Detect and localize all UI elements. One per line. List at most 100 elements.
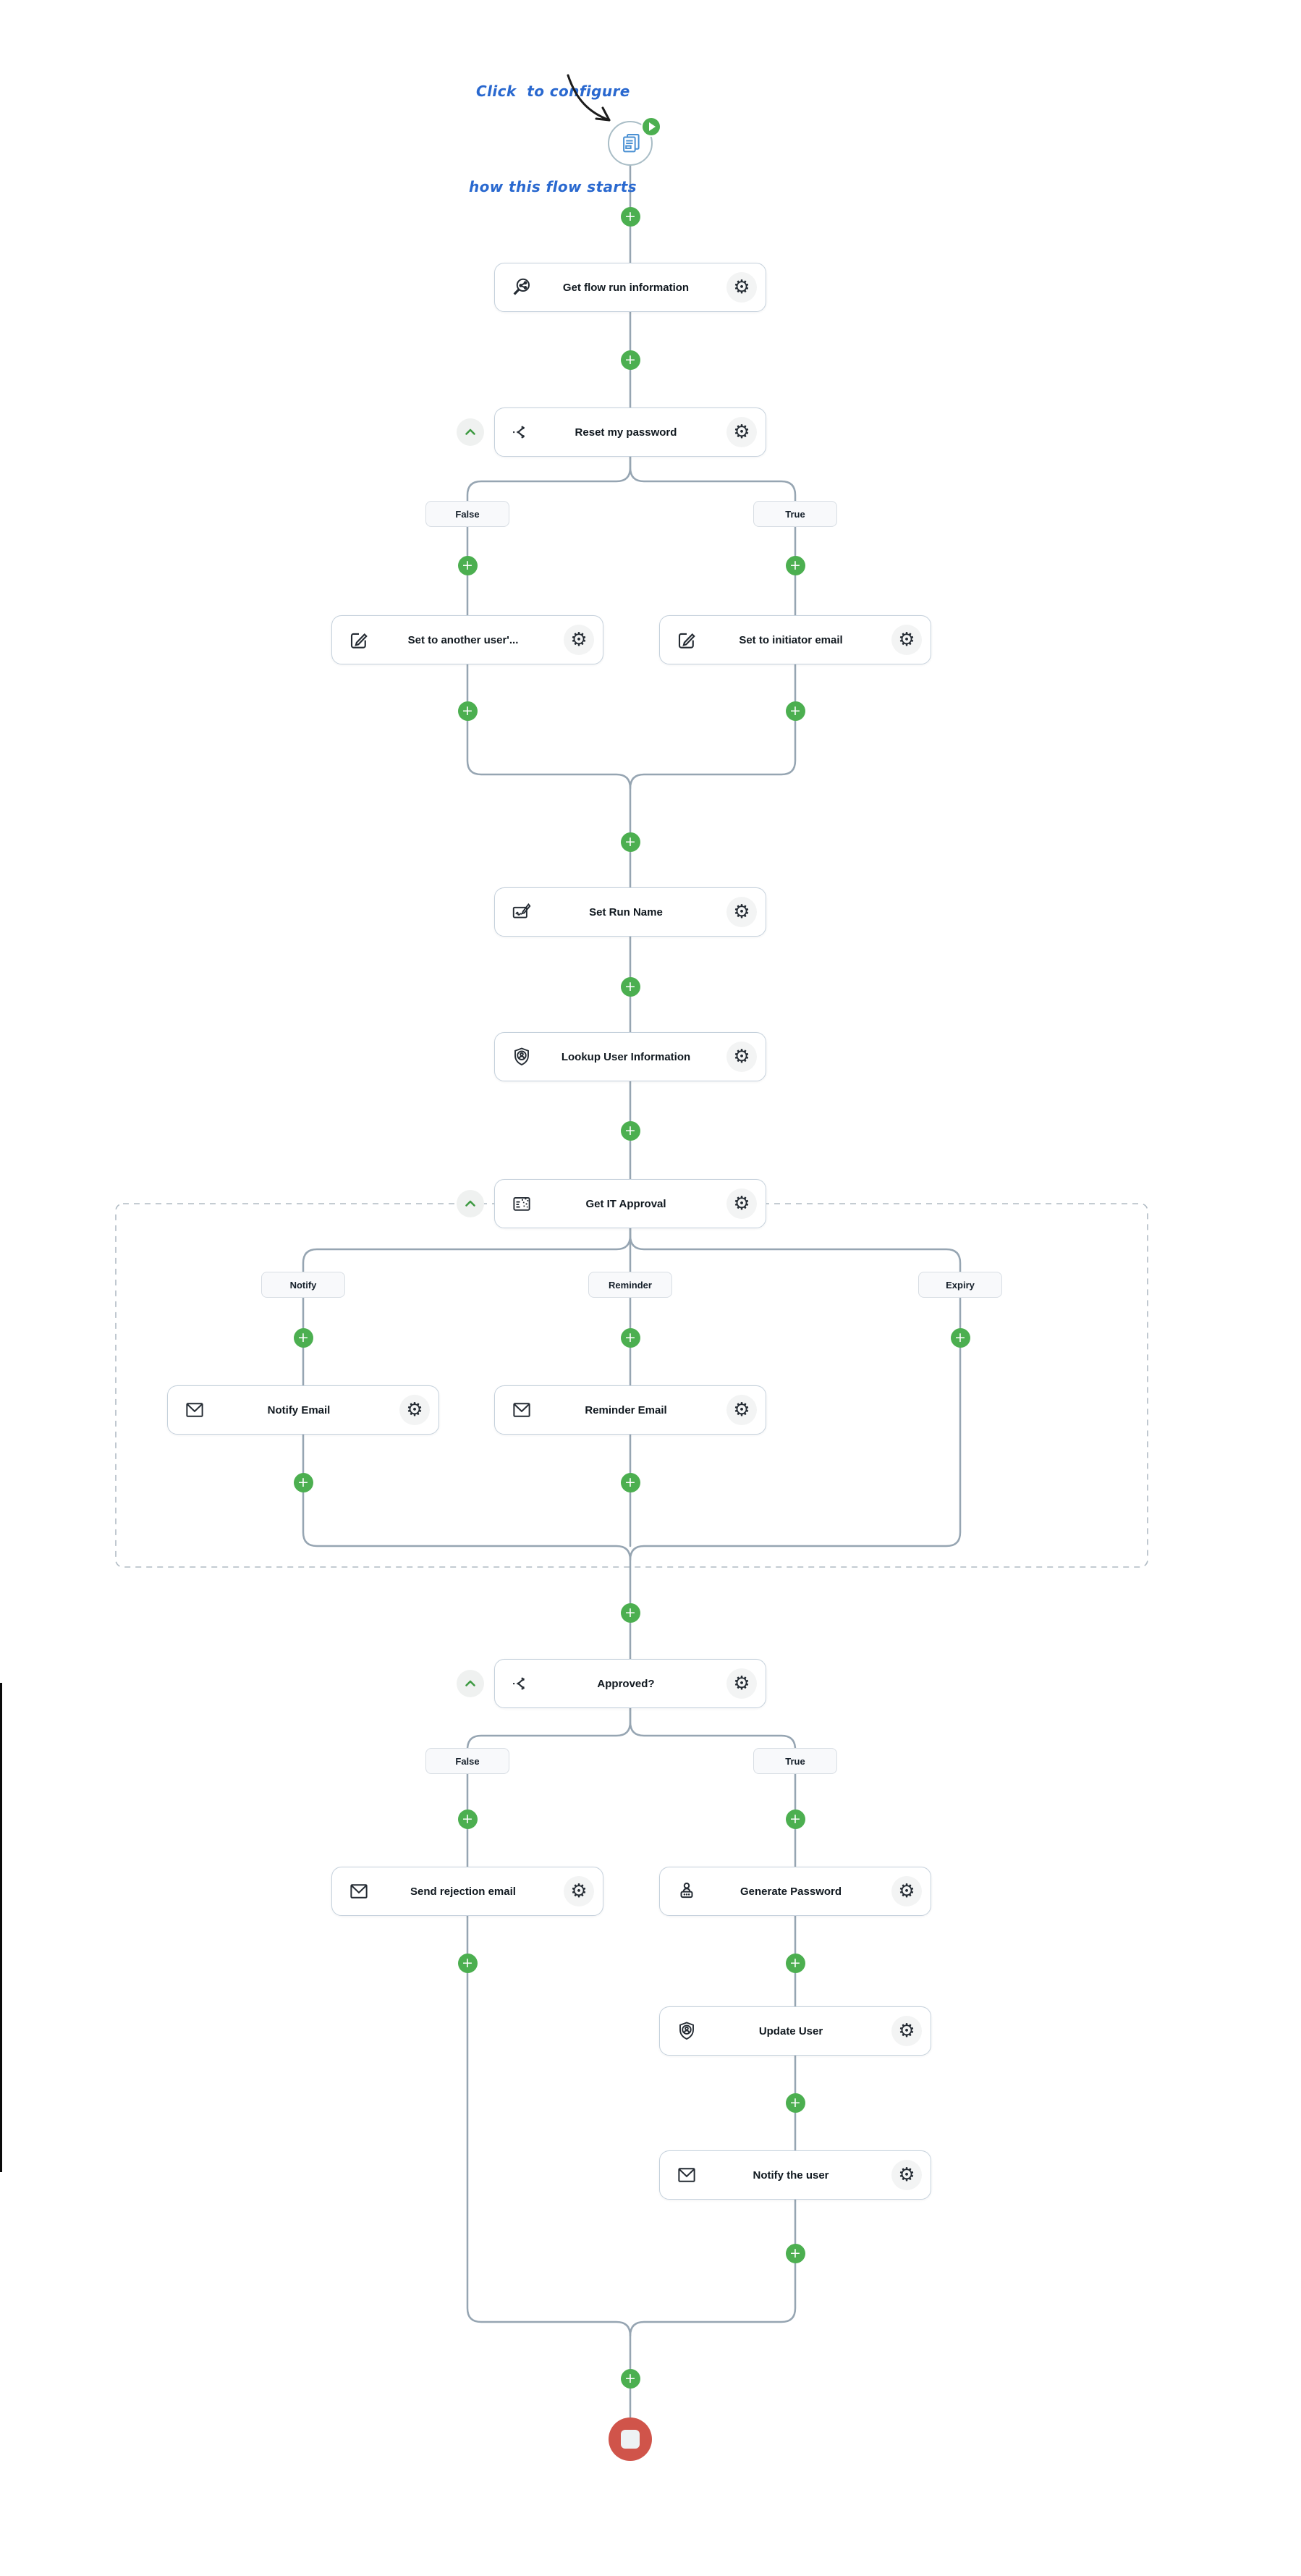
node-label: Set to initiator email (739, 633, 843, 646)
node-label: Reset my password (575, 426, 677, 439)
node-update-user[interactable]: Update User ⚙ (659, 2006, 931, 2056)
branch-icon (511, 1673, 533, 1694)
node-label: Lookup User Information (561, 1050, 691, 1063)
add-step-button[interactable]: + (620, 976, 640, 997)
branch-label-notify: Notify (261, 1272, 345, 1298)
collapse-button-reset-my-password[interactable] (457, 418, 484, 446)
gear-icon[interactable]: ⚙ (891, 2160, 922, 2190)
node-set-run-name[interactable]: Set Run Name ⚙ (494, 887, 766, 937)
gear-icon[interactable]: ⚙ (726, 272, 757, 303)
add-step-button[interactable]: + (620, 1120, 640, 1141)
gear-icon[interactable]: ⚙ (564, 625, 594, 655)
add-step-button[interactable]: + (785, 2243, 805, 2263)
add-step-button[interactable]: + (457, 1809, 478, 1829)
node-label: Send rejection email (410, 1885, 516, 1898)
collapse-button-get-it-approval[interactable] (457, 1190, 484, 1217)
collapse-button-approved[interactable] (457, 1670, 484, 1697)
add-step-button[interactable]: + (620, 350, 640, 370)
mail-icon (184, 1399, 205, 1421)
node-generate-password[interactable]: Generate Password ⚙ (659, 1867, 931, 1916)
node-lookup-user-information[interactable]: Lookup User Information ⚙ (494, 1032, 766, 1081)
add-step-button[interactable]: + (950, 1327, 970, 1348)
gear-icon[interactable]: ⚙ (564, 1876, 594, 1906)
node-set-to-another-user[interactable]: Set to another user'... ⚙ (331, 615, 603, 664)
add-step-button[interactable]: + (293, 1327, 313, 1348)
mail-icon (511, 1399, 533, 1421)
left-edge-artifact (0, 1683, 2, 2172)
hand-drawn-arrow-icon (567, 74, 611, 122)
node-label: Set Run Name (589, 905, 663, 919)
branch-label-true: True (753, 1748, 837, 1774)
gear-icon[interactable]: ⚙ (726, 897, 757, 927)
add-step-button[interactable]: + (457, 1953, 478, 1973)
add-step-button[interactable]: + (457, 701, 478, 721)
branch-icon (511, 421, 533, 443)
node-get-it-approval[interactable]: Get IT Approval ⚙ (494, 1179, 766, 1228)
add-step-button[interactable]: + (785, 1809, 805, 1829)
add-step-button[interactable]: + (457, 555, 478, 575)
chevron-up-icon (462, 1675, 479, 1692)
mail-icon (676, 2164, 698, 2186)
add-step-button[interactable]: + (785, 555, 805, 575)
add-step-button[interactable]: + (785, 701, 805, 721)
branch-label-true: True (753, 501, 837, 527)
gear-icon[interactable]: ⚙ (726, 417, 757, 447)
branch-label-false: False (425, 501, 509, 527)
play-icon (641, 117, 661, 137)
node-set-to-initiator-email[interactable]: Set to initiator email ⚙ (659, 615, 931, 664)
node-label: Notify Email (267, 1403, 331, 1416)
node-label: Reminder Email (585, 1403, 667, 1416)
stop-square-icon (621, 2430, 640, 2449)
mail-icon (348, 1880, 370, 1902)
password-icon (676, 1880, 698, 1902)
add-step-button[interactable]: + (785, 2093, 805, 2113)
add-step-button[interactable]: + (293, 1472, 313, 1492)
node-label: Notify the user (753, 2169, 829, 2182)
signature-icon (511, 901, 533, 923)
gear-icon[interactable]: ⚙ (726, 1395, 757, 1425)
node-reminder-email[interactable]: Reminder Email ⚙ (494, 1385, 766, 1435)
annotation-line1: Click to configure (476, 83, 630, 100)
node-get-flow-run-information[interactable]: Get flow run information ⚙ (494, 263, 766, 312)
node-label: Set to another user'... (407, 633, 519, 646)
shield-user-icon (511, 1046, 533, 1068)
chevron-up-icon (462, 1195, 479, 1212)
add-step-button[interactable]: + (620, 1327, 640, 1348)
document-pages-icon (619, 131, 643, 159)
flow-stop-node[interactable] (609, 2417, 652, 2461)
add-step-button[interactable]: + (620, 206, 640, 227)
node-notify-the-user[interactable]: Notify the user ⚙ (659, 2150, 931, 2200)
branch-label-expiry: Expiry (918, 1272, 1002, 1298)
approval-form-icon (511, 1193, 533, 1215)
shield-user-icon (676, 2020, 698, 2042)
gear-icon[interactable]: ⚙ (891, 1876, 922, 1906)
add-step-button[interactable]: + (785, 1953, 805, 1973)
gear-icon[interactable]: ⚙ (726, 1042, 757, 1072)
add-step-button[interactable]: + (620, 1472, 640, 1492)
gear-icon[interactable]: ⚙ (399, 1395, 430, 1425)
flow-start-node[interactable] (608, 117, 661, 166)
branch-label-false: False (425, 1748, 509, 1774)
gear-icon[interactable]: ⚙ (891, 2016, 922, 2046)
node-label: Generate Password (740, 1885, 842, 1898)
node-label: Approved? (597, 1677, 655, 1690)
edit-icon (676, 629, 698, 651)
annotation-line2: how this flow starts (469, 178, 637, 195)
edit-icon (348, 629, 370, 651)
gear-icon[interactable]: ⚙ (726, 1188, 757, 1219)
start-annotation: Click to configure how this flow starts (469, 12, 637, 266)
branch-label-reminder: Reminder (588, 1272, 672, 1298)
gear-icon[interactable]: ⚙ (726, 1668, 757, 1699)
add-step-button[interactable]: + (620, 832, 640, 852)
add-step-button[interactable]: + (620, 2368, 640, 2389)
node-notify-email[interactable]: Notify Email ⚙ (167, 1385, 439, 1435)
node-approved[interactable]: Approved? ⚙ (494, 1659, 766, 1708)
add-step-button[interactable]: + (620, 1602, 640, 1623)
node-reset-my-password[interactable]: Reset my password ⚙ (494, 407, 766, 457)
node-label: Get IT Approval (585, 1197, 666, 1210)
node-label: Update User (758, 2024, 823, 2037)
node-label: Get flow run information (562, 281, 690, 294)
gear-icon[interactable]: ⚙ (891, 625, 922, 655)
node-send-rejection-email[interactable]: Send rejection email ⚙ (331, 1867, 603, 1916)
